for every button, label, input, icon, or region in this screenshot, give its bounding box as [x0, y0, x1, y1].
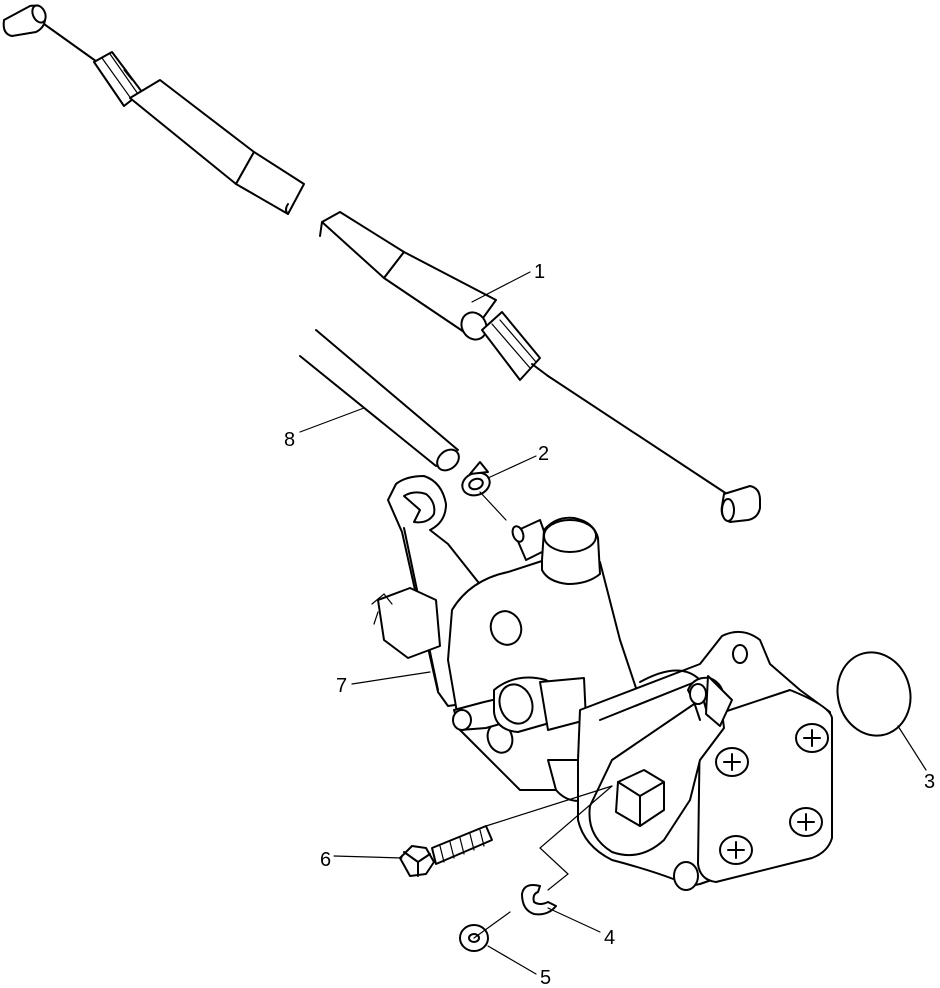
callout-4: 4	[604, 927, 615, 949]
callout-8: 8	[284, 429, 295, 451]
o-ring	[836, 651, 912, 737]
callout-7: 7	[336, 675, 347, 697]
cover-screw	[715, 747, 749, 777]
hex-bolt	[399, 825, 493, 877]
cover-screw	[719, 835, 753, 865]
oil-pump-assembly	[371, 475, 833, 891]
callout-5: 5	[540, 967, 551, 988]
cover-screw	[795, 723, 829, 753]
callout-6: 6	[320, 849, 331, 871]
assembly-guide-lines	[473, 491, 613, 939]
cover-screw	[789, 807, 823, 837]
callout-leaders	[299, 271, 927, 975]
callout-labels: 1 2 3 4 5 6 7 8	[284, 261, 935, 988]
e-clip	[521, 884, 557, 916]
throttle-cable-upper	[2, 4, 305, 215]
callout-2: 2	[538, 443, 549, 465]
throttle-cable-lower	[319, 211, 761, 523]
callout-1: 1	[534, 261, 545, 283]
oil-line-hose	[299, 329, 460, 472]
callout-3: 3	[924, 771, 935, 793]
hose-clamp	[461, 461, 491, 497]
